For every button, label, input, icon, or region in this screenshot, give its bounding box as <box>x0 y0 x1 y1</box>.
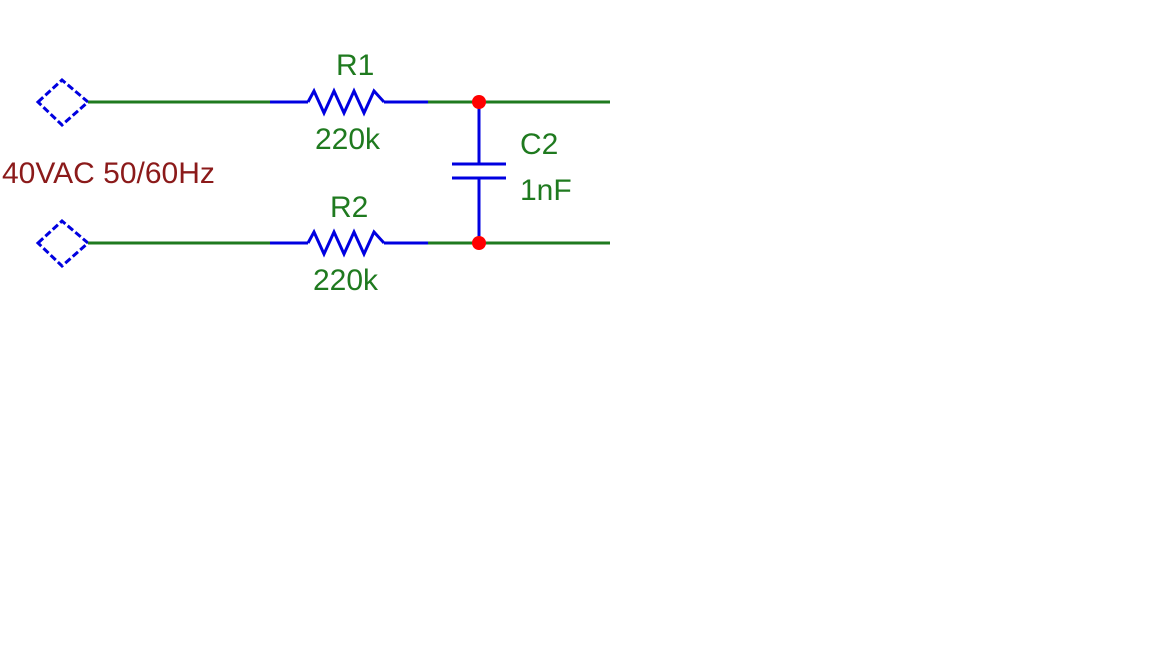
c2-ref-label: C2 <box>520 128 558 161</box>
r2-ref-label: R2 <box>330 191 368 224</box>
resistor-r2-icon[interactable] <box>306 228 386 258</box>
r2-value-label: 220k <box>313 264 379 297</box>
r1-value-label: 220k <box>315 123 381 156</box>
r1-ref-label: R1 <box>336 49 374 82</box>
junction-top <box>472 95 486 109</box>
capacitor-c2-icon[interactable] <box>452 102 506 243</box>
junction-bottom <box>472 236 486 250</box>
source-label: 40VAC 50/60Hz <box>2 157 215 190</box>
input-port-bottom-icon[interactable] <box>35 219 91 269</box>
resistor-r1-icon[interactable] <box>306 87 386 117</box>
c2-value-label: 1nF <box>520 174 572 207</box>
input-port-top-icon[interactable] <box>35 78 91 128</box>
